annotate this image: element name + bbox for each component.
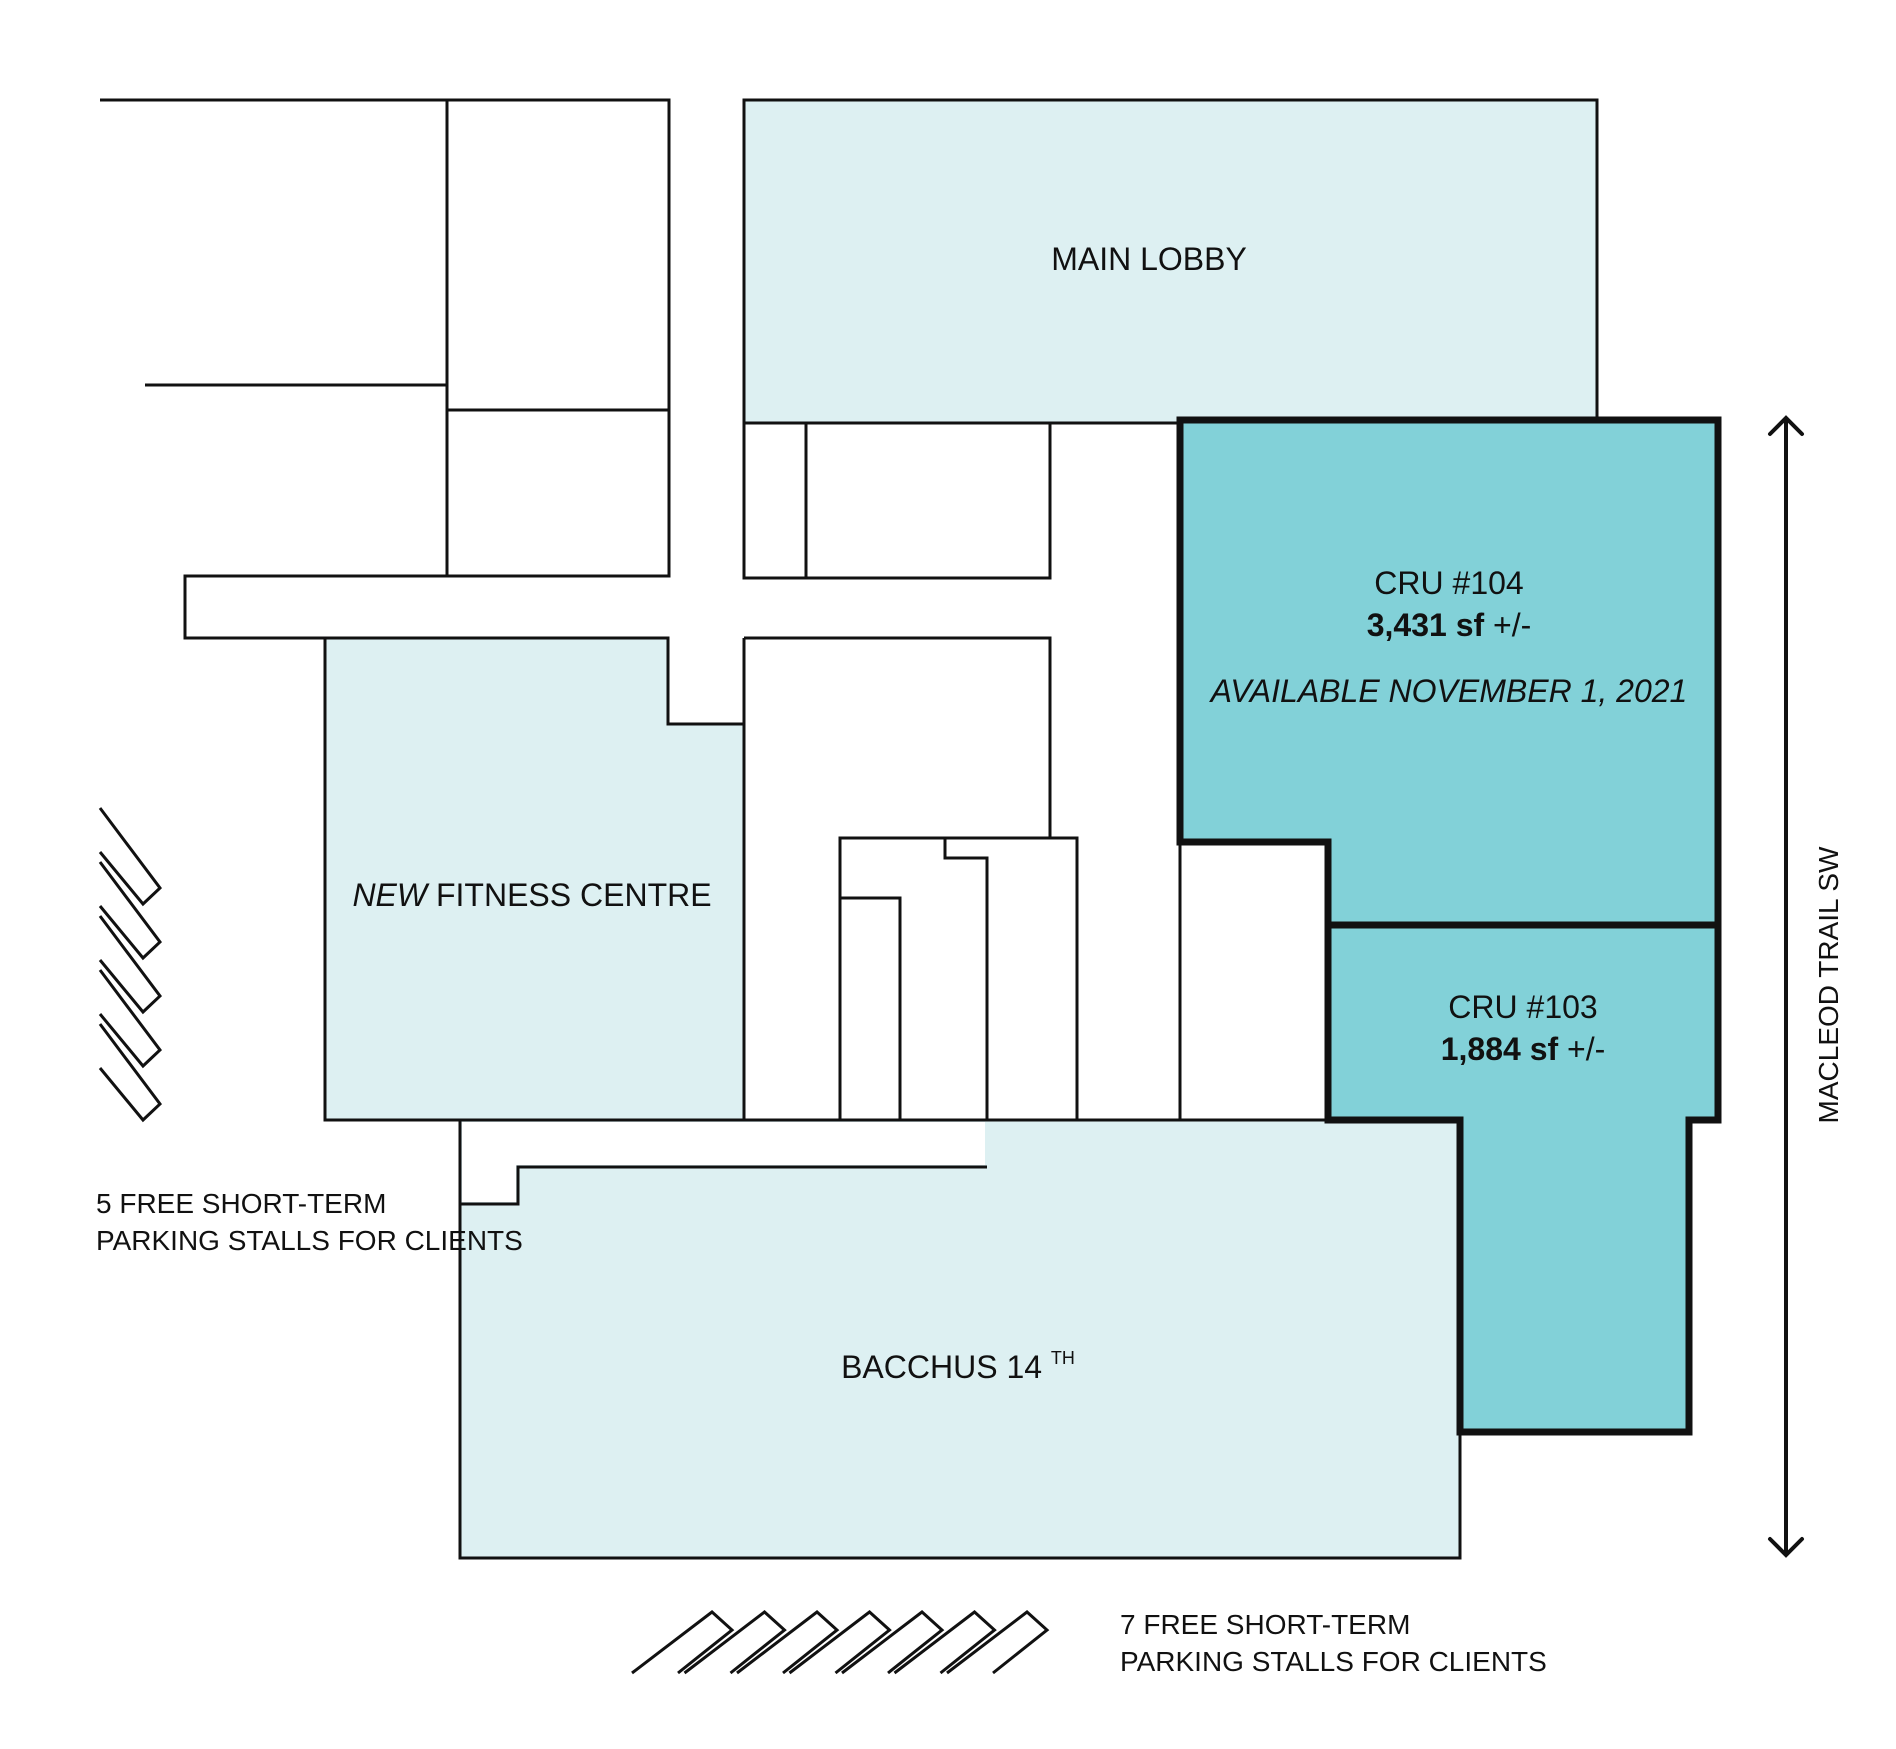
stair-outline-a <box>840 896 902 1120</box>
street-arrow-head-bottom <box>1768 1537 1804 1558</box>
bacchus-entry-outline <box>460 1165 987 1206</box>
cru-104-area: 3,431 sf <box>1367 607 1485 643</box>
room-outline-a <box>445 98 671 412</box>
bacchus-entry-fill-2 <box>462 1165 516 1202</box>
street-label: MACLEOD TRAIL SW <box>1813 846 1844 1124</box>
parking-stall-bottom <box>631 1610 735 1675</box>
cru-103-title: CRU #103 <box>1448 989 1597 1025</box>
parking-stall-left <box>98 915 163 1015</box>
parking-stall-left <box>98 969 163 1069</box>
fitness-centre-label: NEW FITNESS CENTRE <box>352 877 711 913</box>
cru-104-title: CRU #104 <box>1374 565 1523 601</box>
room-outline-e <box>744 636 1052 838</box>
fitness-centre-name: FITNESS CENTRE <box>436 877 712 913</box>
street-arrow-head-top <box>1768 415 1804 436</box>
main-lobby-label: MAIN LOBBY <box>1051 241 1247 277</box>
fitness-centre-prefix: NEW <box>352 877 429 913</box>
bacchus-label: BACCHUS 14 TH <box>841 1348 1075 1385</box>
parking-stall-left <box>98 807 163 907</box>
bacchus-superscript: TH <box>1051 1348 1075 1368</box>
cru-104-availability: AVAILABLE NOVEMBER 1, 2021 <box>1209 673 1688 709</box>
room-outline-f <box>838 836 1079 1120</box>
cru-104-area-line: 3,431 sf +/- <box>1367 607 1532 643</box>
corridor-outline-left <box>183 574 447 640</box>
parking-stall-bottom <box>683 1610 787 1675</box>
room-outline-b <box>445 408 671 578</box>
parking-stalls-left <box>98 807 163 1123</box>
room-outline-c <box>742 421 808 580</box>
cru-103-unit[interactable] <box>1324 921 1722 1436</box>
bacchus-entry-fill <box>462 1122 985 1165</box>
street-arrow <box>1768 415 1804 1558</box>
parking-left-line1: 5 FREE SHORT-TERM <box>96 1188 386 1219</box>
cru-104-tolerance: +/- <box>1493 607 1531 643</box>
parking-stalls-bottom <box>631 1610 1050 1675</box>
parking-stall-bottom <box>893 1610 997 1675</box>
parking-left-line2: PARKING STALLS FOR CLIENTS <box>96 1225 523 1256</box>
upper-left-structures <box>100 98 671 640</box>
cru-103-tolerance: +/- <box>1567 1031 1605 1067</box>
parking-stall-bottom <box>736 1610 840 1675</box>
bacchus-name: BACCHUS 14 <box>841 1349 1042 1385</box>
fitness-centre-area <box>323 636 746 1122</box>
parking-bottom-line2: PARKING STALLS FOR CLIENTS <box>1120 1646 1547 1677</box>
parking-bottom-line1: 7 FREE SHORT-TERM <box>1120 1609 1410 1640</box>
bacchus-area <box>458 1118 1462 1560</box>
stair-outline-b <box>943 838 989 1167</box>
parking-stall-bottom <box>946 1610 1050 1675</box>
parking-stall-left <box>98 861 163 961</box>
center-structures <box>742 421 1328 1167</box>
parking-stall-bottom <box>788 1610 892 1675</box>
room-outline-d <box>804 421 1052 580</box>
cru-103-area: 1,884 sf <box>1441 1031 1559 1067</box>
main-lobby-area <box>742 98 1599 425</box>
parking-stall-bottom <box>841 1610 945 1675</box>
cru-103-area-line: 1,884 sf +/- <box>1441 1031 1606 1067</box>
parking-stall-left <box>98 1023 163 1123</box>
